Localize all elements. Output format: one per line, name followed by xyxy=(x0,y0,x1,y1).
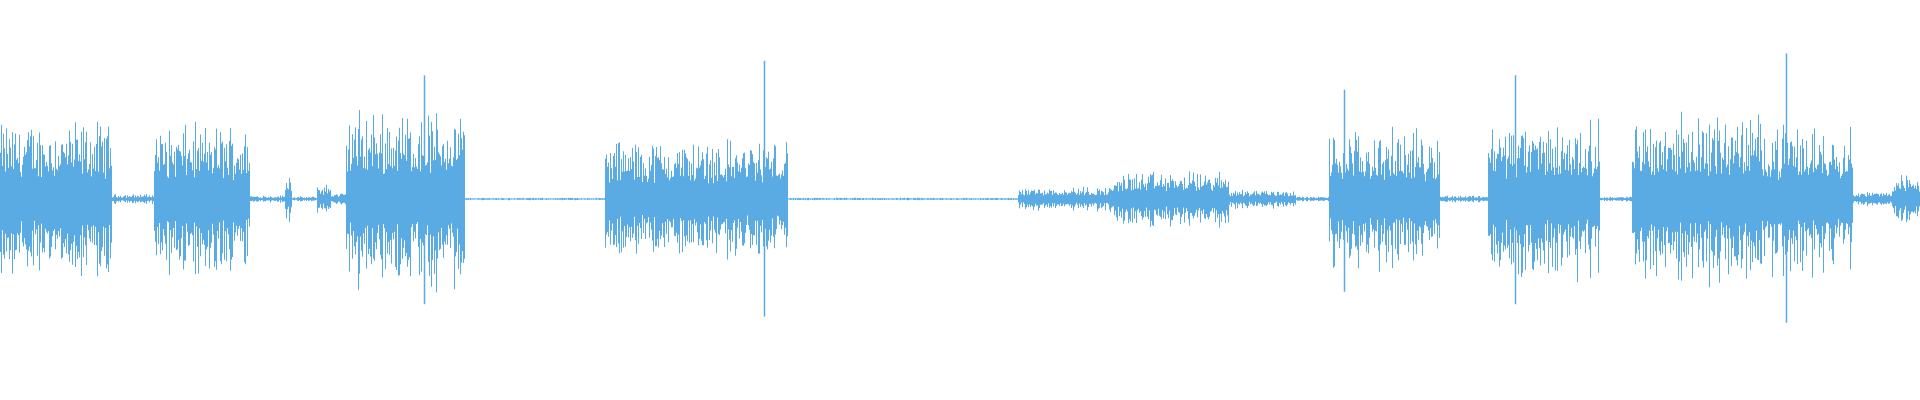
waveform-bars xyxy=(0,53,1920,323)
waveform-trace xyxy=(0,110,1920,293)
